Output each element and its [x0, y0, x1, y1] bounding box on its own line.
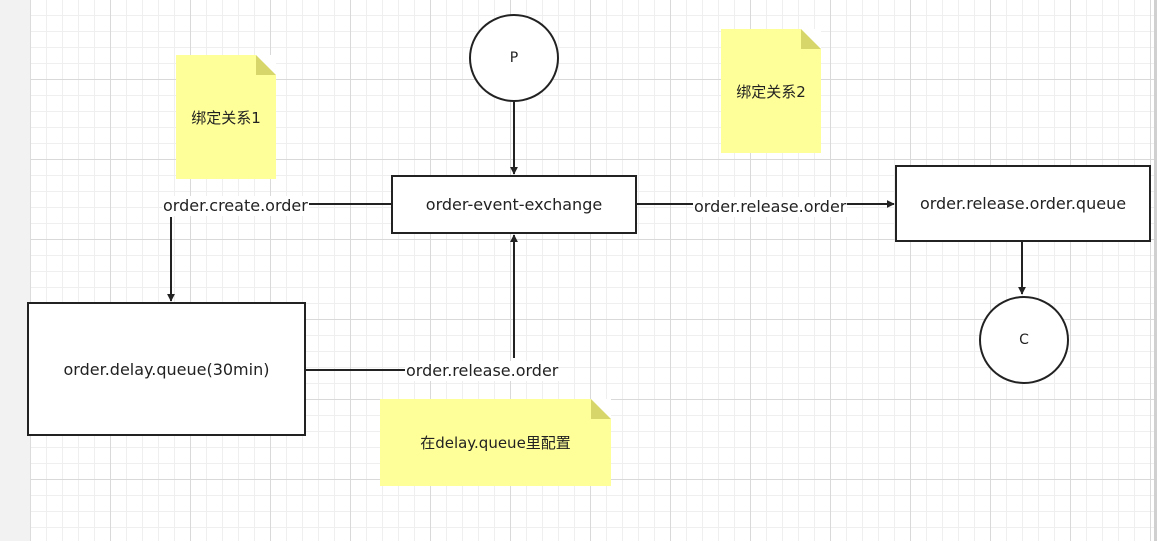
delay-queue-label: order.delay.queue(30min): [63, 359, 270, 379]
delay-queue-node[interactable]: order.delay.queue(30min): [27, 302, 306, 436]
left-panel-strip: [0, 0, 31, 541]
edge-label-release-order-bottom[interactable]: order.release.order: [405, 361, 560, 381]
right-scroll-edge: [1154, 0, 1157, 541]
edge-label-create-order[interactable]: order.create.order: [162, 196, 309, 216]
note-binding-2-text: 绑定关系2: [736, 82, 806, 101]
producer-label: P: [509, 50, 519, 66]
note-delay-config-text: 在delay.queue里配置: [420, 434, 571, 452]
note-binding-1-text: 绑定关系1: [191, 108, 261, 127]
note-delay-config[interactable]: 在delay.queue里配置: [380, 399, 611, 486]
note-fold-corner: [801, 29, 821, 49]
consumer-label: C: [1019, 332, 1029, 348]
release-queue-node[interactable]: order.release.order.queue: [895, 165, 1151, 242]
note-fold-corner: [591, 399, 611, 419]
consumer-node[interactable]: C: [979, 296, 1069, 384]
edge-label-release-order-top[interactable]: order.release.order: [693, 197, 848, 217]
note-fold-corner: [256, 55, 276, 75]
exchange-label: order-event-exchange: [425, 195, 603, 214]
note-binding-1[interactable]: 绑定关系1: [176, 55, 276, 179]
producer-node[interactable]: P: [469, 14, 559, 102]
release-queue-label: order.release.order.queue: [919, 194, 1127, 213]
note-binding-2[interactable]: 绑定关系2: [721, 29, 821, 153]
exchange-node[interactable]: order-event-exchange: [391, 175, 637, 234]
